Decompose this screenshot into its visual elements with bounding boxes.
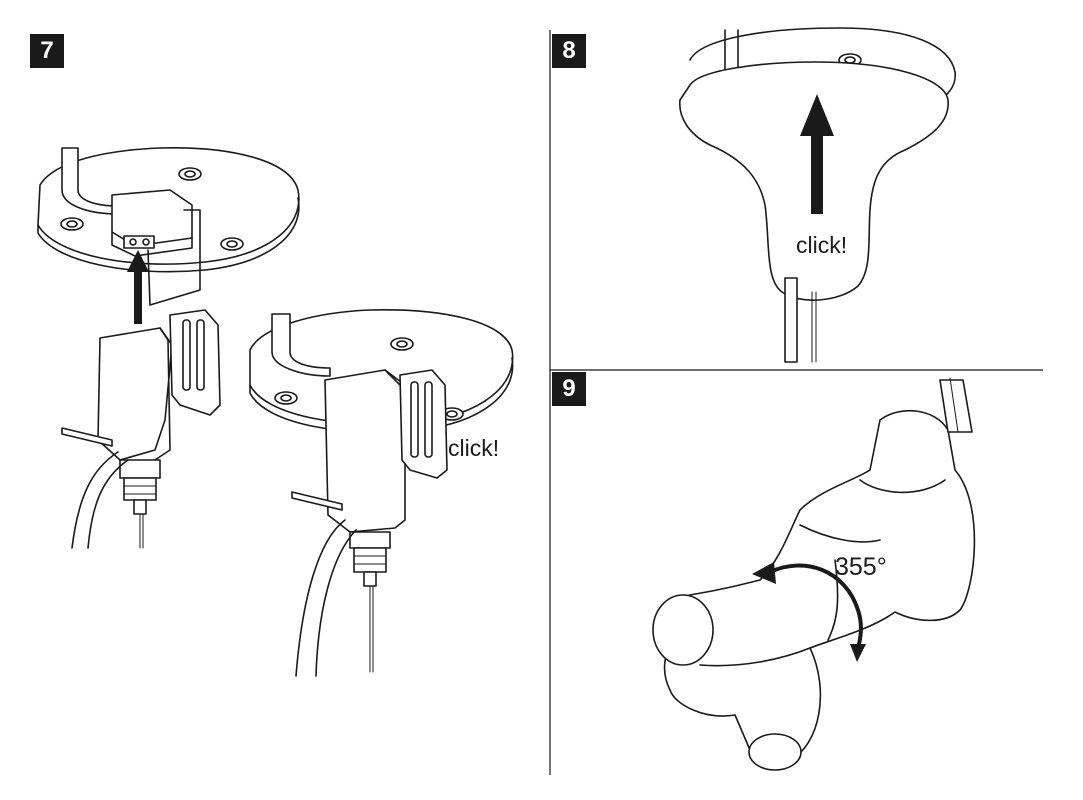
step-9-number: 9 [562, 375, 576, 402]
step8-push-arrow [800, 94, 834, 214]
step-8-number: 8 [562, 37, 576, 64]
step-7-click-label: click! [448, 435, 500, 461]
step9-rotation-arrow [752, 562, 866, 662]
step-9-angle-label: 355° [835, 553, 887, 581]
step7-lamp-unit-b [291, 369, 448, 677]
step-8-click-label: click! [796, 232, 848, 258]
step-7-badge: 7 [30, 34, 64, 68]
step-8-badge: 8 [552, 34, 586, 68]
step7-push-arrow [127, 250, 149, 324]
step-7-number: 7 [40, 37, 54, 64]
step-9-badge: 9 [552, 372, 586, 406]
step9-connector-body [652, 377, 976, 771]
step7-ceiling-plate-a [37, 147, 300, 306]
step7-lamp-unit-a [61, 309, 221, 549]
